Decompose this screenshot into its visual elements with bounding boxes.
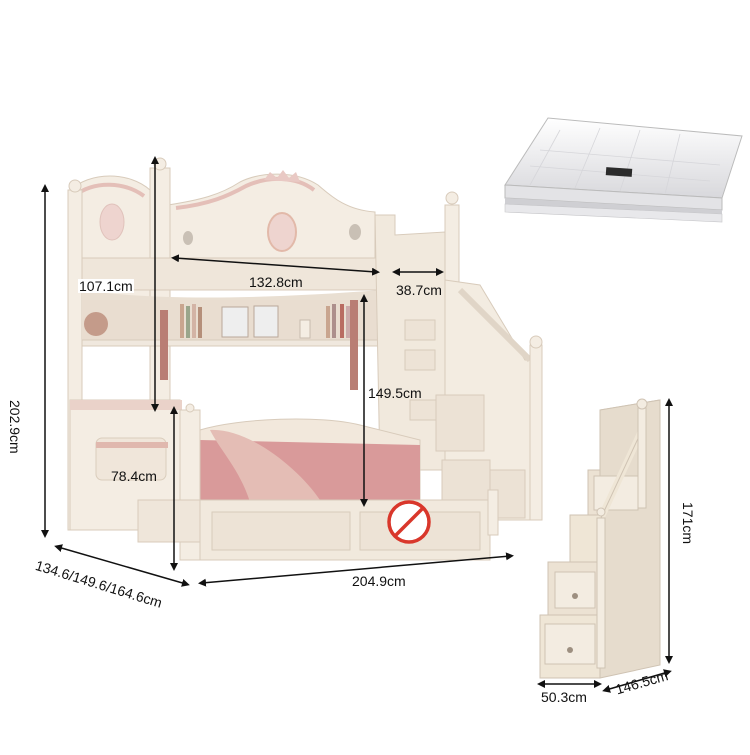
bed-length-line bbox=[198, 552, 514, 587]
crown-ornament bbox=[264, 170, 300, 182]
bed-length-label: 204.9cm bbox=[352, 573, 406, 589]
stair-step-width-label: 50.3cm bbox=[541, 689, 587, 705]
bed-width-line bbox=[54, 544, 190, 587]
mattress-label bbox=[605, 167, 633, 177]
knit-blanket bbox=[210, 429, 320, 502]
stair-depth-line bbox=[602, 669, 672, 693]
stair-cabinet-illustration bbox=[539, 398, 661, 679]
top-inner-width-label: 132.8cm bbox=[249, 274, 303, 290]
top-inner-width-line bbox=[171, 254, 380, 276]
stair-height-label: 171cm bbox=[680, 502, 696, 545]
lower-rail-height-label: 78.4cm bbox=[111, 468, 157, 484]
total-height-label: 202.9cm bbox=[7, 400, 23, 454]
dimension-lines bbox=[41, 156, 673, 693]
mattress-illustration bbox=[504, 117, 743, 223]
top-bunk-height-label: 107.1cm bbox=[78, 278, 134, 294]
bunk-bed-illustration bbox=[67, 157, 543, 561]
plush-toy bbox=[84, 312, 108, 336]
prohibited-sign-icon bbox=[387, 500, 431, 544]
bookshelf-books bbox=[180, 304, 350, 339]
stair-width-label: 38.7cm bbox=[396, 282, 442, 298]
lower-clearance-label: 149.5cm bbox=[368, 385, 422, 401]
